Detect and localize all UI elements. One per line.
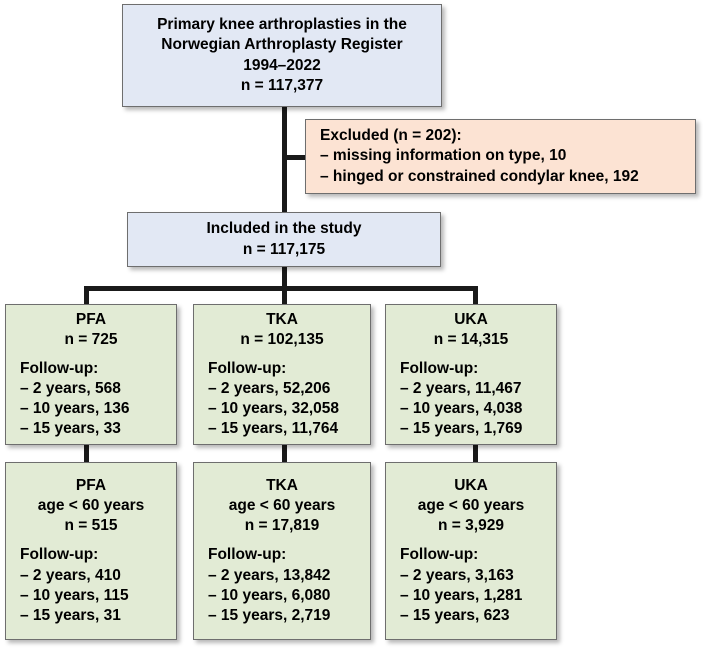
tka-under60-box: TKA age < 60 years n = 17,819 Follow-up:… [193,462,371,640]
pfa-under60-title: PFA [75,477,107,494]
tka-all-followup-2y: – 2 years, 52,206 [208,380,331,397]
tka-under60-followup-15y: – 15 years, 2,719 [208,606,331,624]
tka-all-followup-10y: – 10 years, 32,058 [208,400,340,418]
pfa-all-followup-label: Follow-up: [20,359,99,377]
spacer [386,536,556,545]
uka-all-title: UKA [454,310,488,328]
tka-under60-followup-label: Follow-up: [208,546,287,564]
connector-branch-drop-pfa [84,286,89,305]
spacer [194,536,370,545]
tka-all-n: n = 102,135 [240,330,324,348]
included-line-2: n = 117,175 [242,240,326,258]
excluded-line-2: – missing information on type, 10 [320,147,567,165]
excluded-line-3: – hinged or constrained condylar knee, 1… [320,167,639,185]
tka-all-followup-15y: – 15 years, 11,764 [208,420,339,438]
tka-under60-followup-2y: – 2 years, 13,842 [208,566,331,584]
uka-all-followup-15y: – 15 years, 1,769 [400,420,523,438]
source-line-2: Norwegian Arthroplasty Register [161,36,403,54]
uka-under60-followup-10y: – 10 years, 1,281 [400,586,523,604]
uka-all-n: n = 14,315 [433,330,509,348]
pfa-under60-age: age < 60 years [37,497,145,515]
pfa-all-followup-15y: – 15 years, 33 [20,420,121,438]
included-box: Included in the study n = 117,175 [127,212,441,267]
uka-under60-followup-label: Follow-up: [400,546,479,564]
uka-all-followup-label: Follow-up: [400,359,479,377]
pfa-under60-followup-label: Follow-up: [20,546,99,564]
excluded-box: Excluded (n = 202): – missing informatio… [305,119,696,194]
connector-branch-drop-tka [282,286,287,305]
connector-pfa-row1-to-row2 [84,443,89,463]
tka-under60-followup-10y: – 10 years, 6,080 [208,586,331,604]
uka-under60-box: UKA age < 60 years n = 3,929 Follow-up: … [385,462,557,640]
spacer [386,350,556,359]
uka-all-box: UKA n = 14,315 Follow-up: – 2 years, 11,… [385,304,557,445]
included-line-1: Included in the study [206,220,362,238]
pfa-all-box: PFA n = 725 Follow-up: – 2 years, 568 – … [5,304,177,445]
spacer [6,350,176,359]
pfa-all-followup-10y: – 10 years, 136 [20,400,130,418]
pfa-under60-followup-2y: – 2 years, 410 [20,566,121,584]
tka-all-title: TKA [266,310,298,328]
pfa-all-followup-2y: – 2 years, 568 [20,380,121,397]
pfa-under60-followup-15y: – 15 years, 31 [20,606,121,624]
connector-branch-bar [84,286,478,291]
excluded-line-1: Excluded (n = 202): [320,127,462,145]
uka-under60-age: age < 60 years [417,497,525,515]
tka-under60-title: TKA [266,477,298,494]
spacer [194,350,370,359]
connector-to-excluded [282,155,306,160]
tka-all-followup-label: Follow-up: [208,359,287,377]
pfa-all-title: PFA [75,310,107,328]
uka-all-followup-2y: – 2 years, 11,467 [400,380,522,397]
source-line-1: Primary knee arthroplasties in the [157,16,407,34]
uka-under60-n: n = 3,929 [438,517,504,535]
tka-under60-age: age < 60 years [228,497,336,515]
connector-uka-row1-to-row2 [473,443,478,463]
connector-tka-row1-to-row2 [282,443,287,463]
source-line-4: n = 117,377 [240,76,324,94]
tka-under60-n: n = 17,819 [244,517,320,535]
connector-branch-drop-uka [473,286,478,305]
pfa-under60-followup-10y: – 10 years, 115 [20,586,129,604]
uka-under60-title: UKA [454,477,488,494]
pfa-under60-box: PFA age < 60 years n = 515 Follow-up: – … [5,462,177,640]
connector-included-to-branch [282,265,287,291]
source-cohort-box: Primary knee arthroplasties in the Norwe… [122,4,442,107]
pfa-under60-n: n = 515 [64,517,118,535]
pfa-all-n: n = 725 [64,330,118,348]
spacer [6,536,176,545]
uka-under60-followup-2y: – 2 years, 3,163 [400,566,514,584]
source-line-3: 1994–2022 [243,56,321,74]
tka-all-box: TKA n = 102,135 Follow-up: – 2 years, 52… [193,304,371,445]
uka-under60-followup-15y: – 15 years, 623 [400,606,510,624]
uka-all-followup-10y: – 10 years, 4,038 [400,400,523,418]
